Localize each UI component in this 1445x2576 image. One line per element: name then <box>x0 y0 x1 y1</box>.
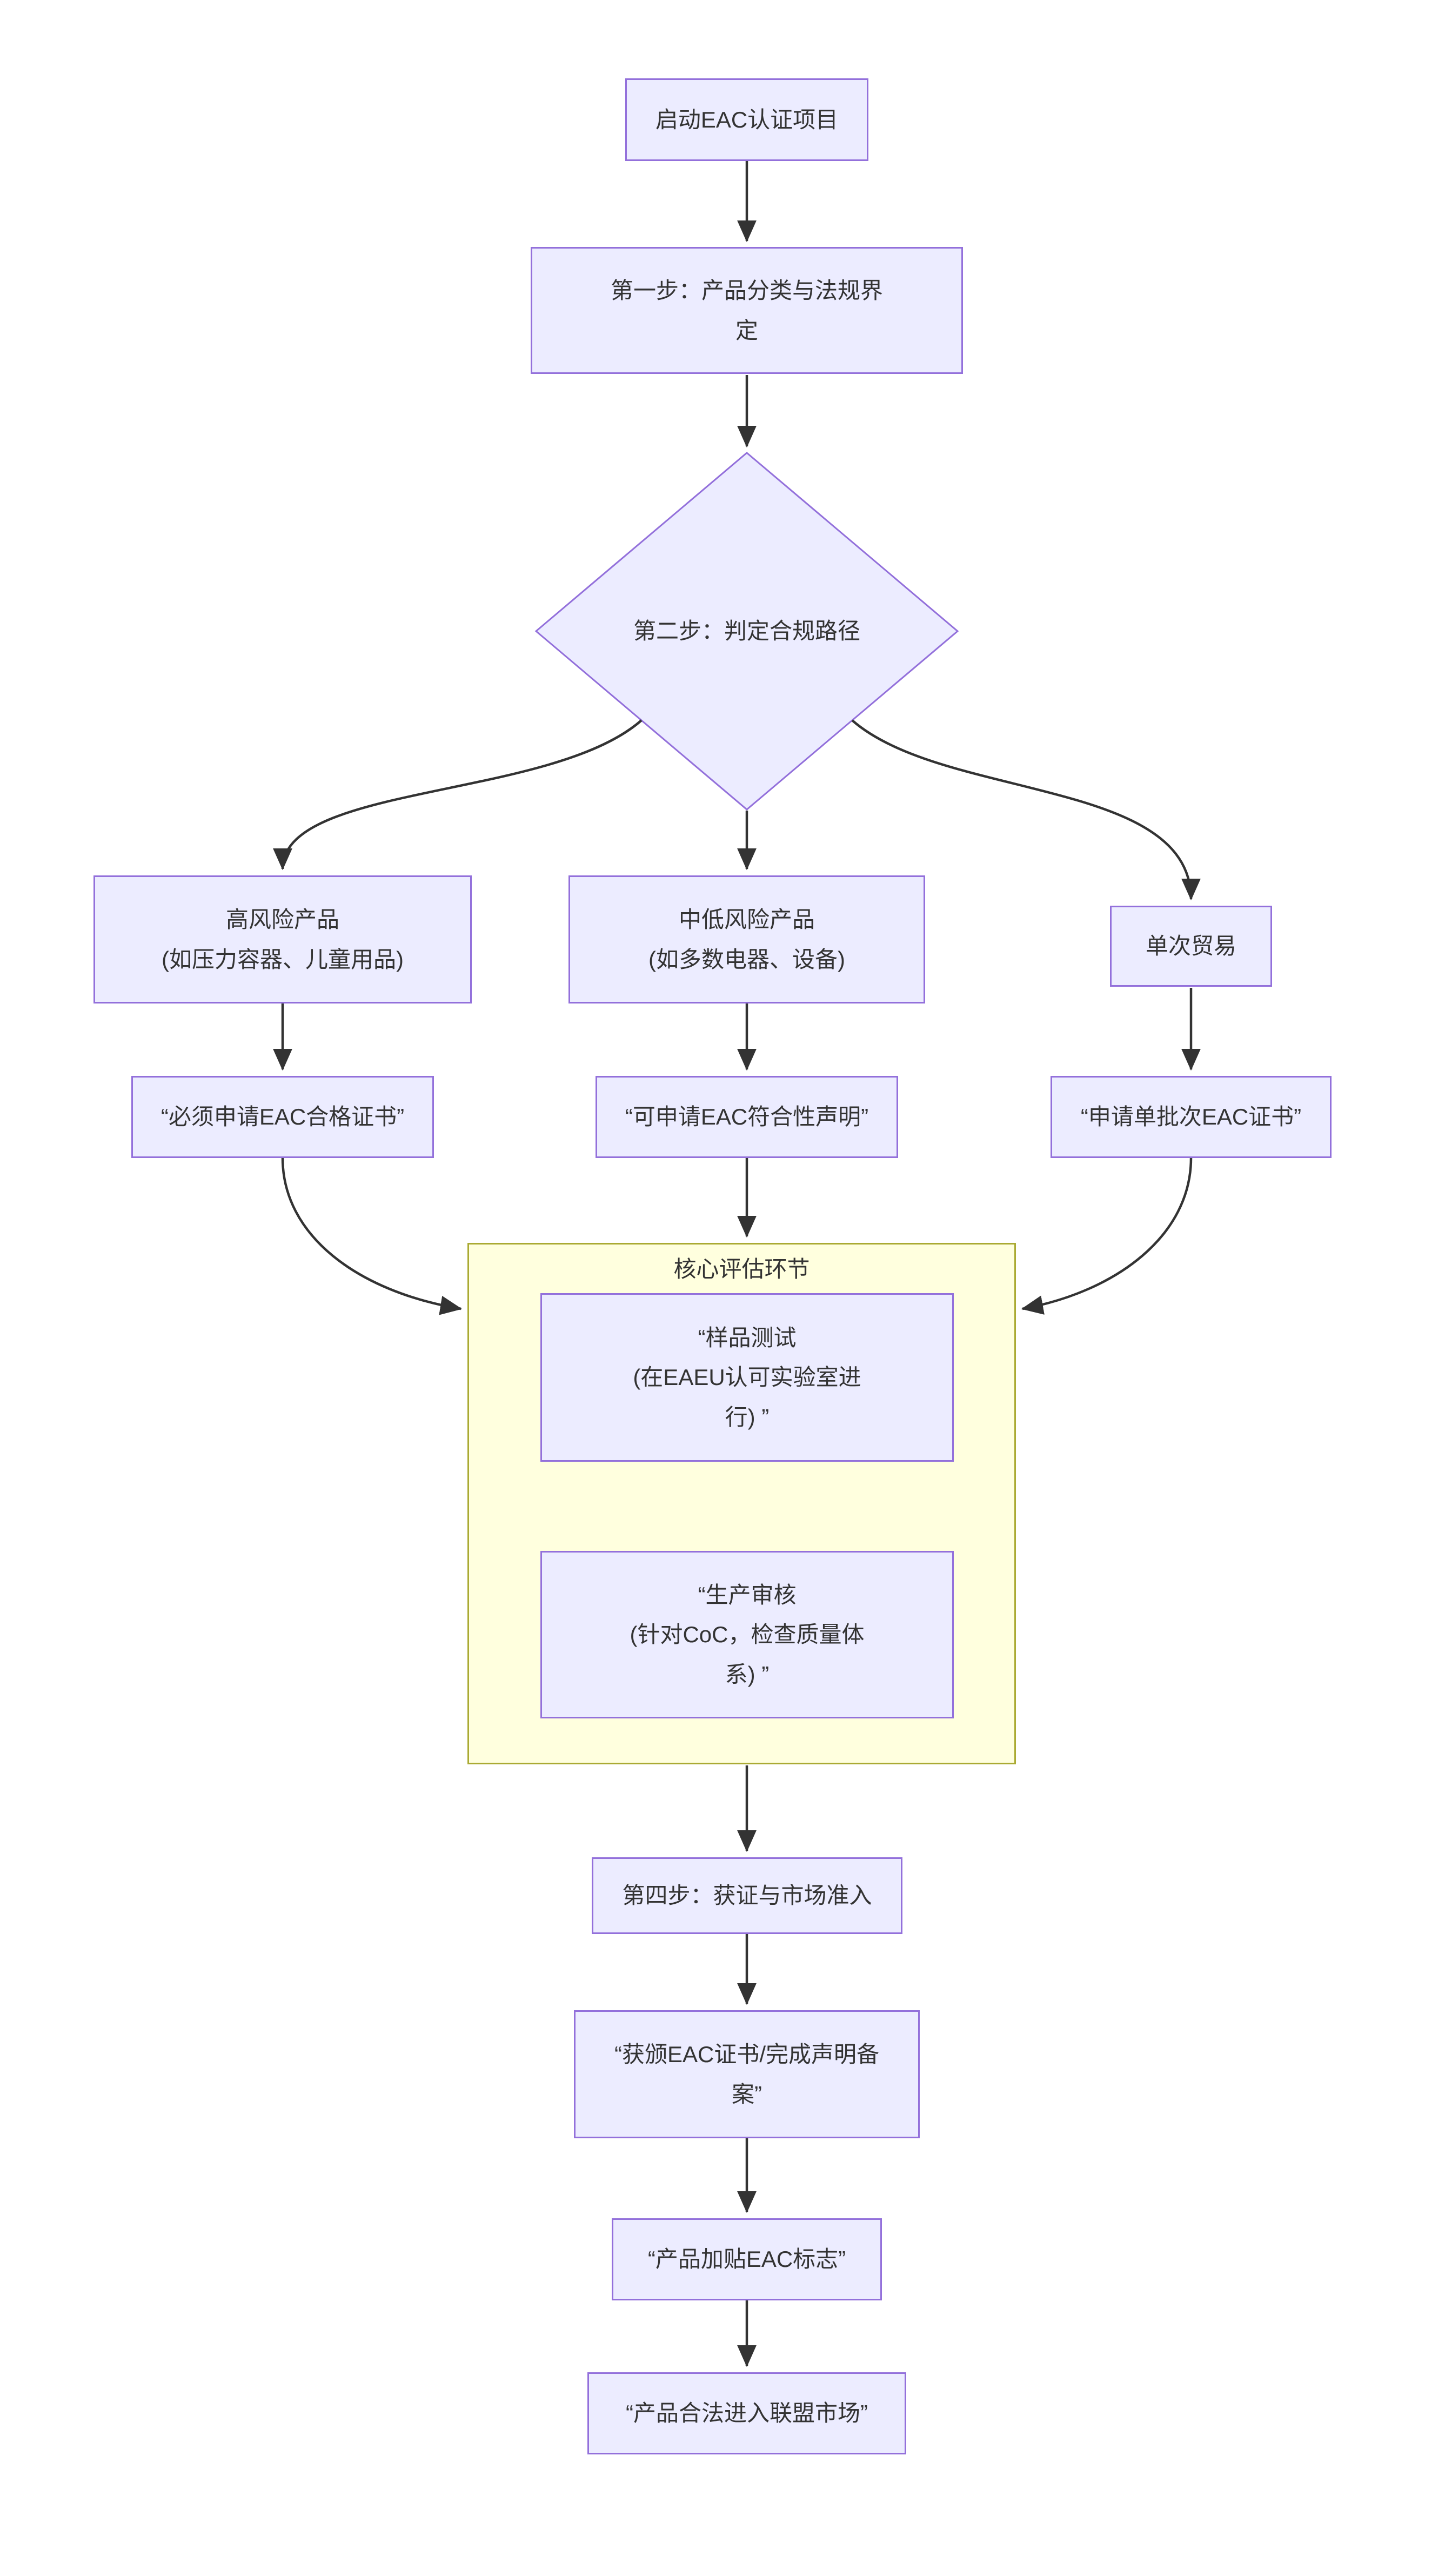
node-sample-test: “样品测试 (在EAEU认可实验室进 行) ” <box>540 1293 954 1462</box>
node-declaration-label: “可申请EAC符合性声明” <box>625 1104 869 1130</box>
node-declaration: “可申请EAC符合性声明” <box>596 1076 898 1158</box>
edge-decision-high-risk <box>273 719 643 871</box>
edge-decision-single-trade <box>851 719 1201 901</box>
node-mark-label: “产品加贴EAC标志” <box>647 2246 846 2272</box>
node-batch-cert-label: “申请单批次EAC证书” <box>1080 1104 1302 1130</box>
node-grant: “获颁EAC证书/完成声明备 案” <box>574 2010 920 2138</box>
edge-batch-cert-cluster <box>1021 1157 1193 1315</box>
node-grant-label: “获颁EAC证书/完成声明备 案” <box>614 2042 879 2107</box>
node-single-trade: 单次贸易 <box>1110 906 1272 987</box>
node-production-audit: “生产审核 (针对CoC，检查质量体 系) ” <box>540 1551 954 1718</box>
node-mark: “产品加贴EAC标志” <box>612 2218 882 2300</box>
node-high-risk: 高风险产品 (如压力容器、儿童用品) <box>93 875 472 1003</box>
node-decision-label: 第二步：判定合规路径 <box>633 618 860 644</box>
node-batch-cert: “申请单批次EAC证书” <box>1051 1076 1332 1158</box>
node-step4-label: 第四步：获证与市场准入 <box>622 1883 872 1909</box>
core-assessment-cluster-title: 核心评估环节 <box>673 1256 810 1282</box>
node-production-audit-label: “生产审核 (针对CoC，检查质量体 系) ” <box>630 1582 865 1687</box>
node-must-cert-label: “必须申请EAC合格证书” <box>160 1104 405 1130</box>
node-decision: 第二步：判定合规路径 <box>558 593 936 669</box>
node-step1-label: 第一步：产品分类与法规界 定 <box>610 278 883 343</box>
node-high-risk-label: 高风险产品 (如压力容器、儿童用品) <box>162 907 404 972</box>
node-step1: 第一步：产品分类与法规界 定 <box>531 247 963 374</box>
node-start: 启动EAC认证项目 <box>625 78 868 161</box>
node-mid-low-risk-label: 中低风险产品 (如多数电器、设备) <box>648 907 845 972</box>
node-step4: 第四步：获证与市场准入 <box>592 1857 902 1934</box>
node-mid-low-risk: 中低风险产品 (如多数电器、设备) <box>568 875 925 1003</box>
node-sample-test-label: “样品测试 (在EAEU认可实验室进 行) ” <box>633 1324 861 1430</box>
node-market-label: “产品合法进入联盟市场” <box>626 2400 868 2426</box>
node-single-trade-label: 单次贸易 <box>1145 933 1236 959</box>
node-start-label: 启动EAC认证项目 <box>655 106 839 132</box>
edge-must-cert-cluster <box>281 1157 463 1315</box>
node-market: “产品合法进入联盟市场” <box>587 2372 906 2454</box>
node-must-cert: “必须申请EAC合格证书” <box>131 1076 434 1158</box>
